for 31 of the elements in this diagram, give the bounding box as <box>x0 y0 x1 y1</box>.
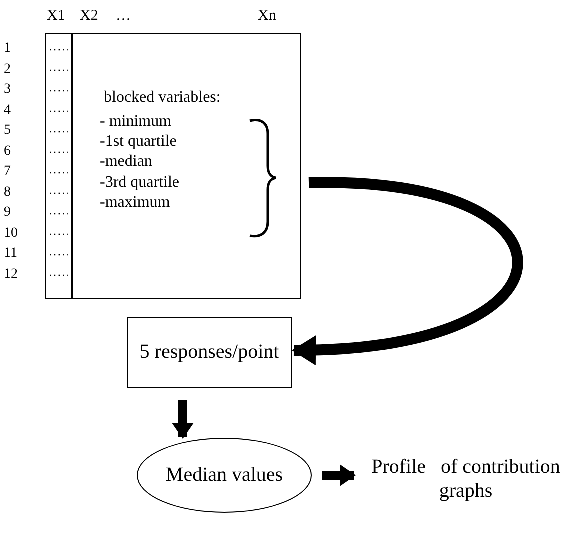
data-matrix-box <box>45 33 301 299</box>
row-number: 8 <box>4 186 11 200</box>
row-number: 9 <box>4 206 11 220</box>
list-heading: blocked variables: <box>104 90 221 106</box>
row-number: 5 <box>4 124 11 138</box>
arrow <box>292 178 524 364</box>
row-number: 2 <box>4 62 11 76</box>
row-number: 4 <box>4 104 11 118</box>
output-text: Profile of contribution graphs <box>352 455 578 505</box>
process-box <box>127 317 292 388</box>
arrow <box>322 464 356 486</box>
list-item: - minimum <box>100 114 172 130</box>
row-number: 1 <box>4 42 11 56</box>
ellipse-label: Median values <box>166 464 284 487</box>
row-number: 3 <box>4 83 11 97</box>
list-item: -maximum <box>100 195 170 211</box>
row-number: 6 <box>4 144 11 158</box>
column-header: X2 <box>80 9 98 24</box>
column-header: X1 <box>47 9 66 24</box>
column-header: … <box>116 9 131 24</box>
column-header: Xn <box>258 9 276 24</box>
arrow <box>172 400 194 439</box>
list-item: -1st quartile <box>100 134 177 150</box>
row-number: 12 <box>4 268 18 282</box>
box-label: 5 responses/point <box>140 341 280 364</box>
row-number: 10 <box>4 226 18 240</box>
list-item: -median <box>100 154 152 170</box>
row-number: 11 <box>4 247 18 261</box>
result-ellipse <box>137 438 312 513</box>
row-number: 7 <box>4 165 11 179</box>
list-item: -3rd quartile <box>100 175 180 191</box>
